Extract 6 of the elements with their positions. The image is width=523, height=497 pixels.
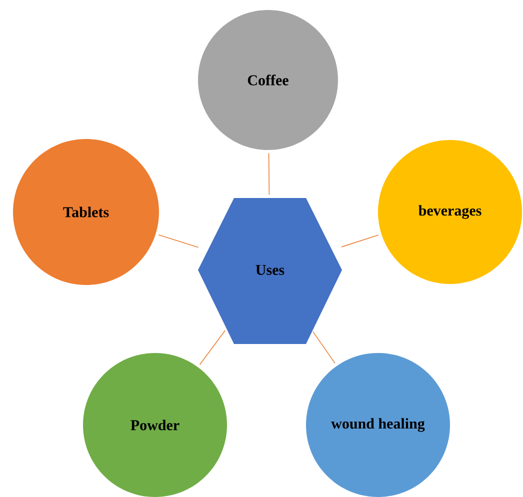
hexagon: Uses bbox=[198, 198, 342, 344]
connector-line bbox=[199, 330, 226, 365]
connector-line bbox=[341, 234, 379, 248]
connector-line bbox=[312, 331, 336, 364]
connector-line bbox=[158, 234, 199, 248]
connector-line bbox=[268, 152, 270, 196]
